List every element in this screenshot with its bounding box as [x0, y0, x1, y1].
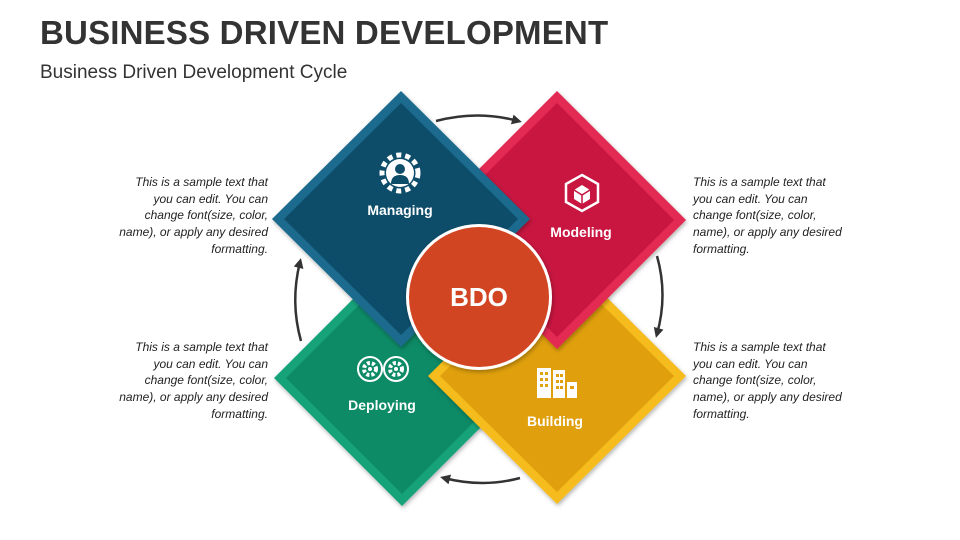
arrow-top [435, 114, 522, 125]
note-top-right: This is a sample text that you can edit.… [693, 175, 842, 256]
arrow-left [293, 258, 304, 342]
stage-modeling-label: Modeling [550, 224, 611, 240]
arrow-right [653, 255, 664, 338]
note-bottom-left: This is a sample text that you can edit.… [119, 340, 268, 421]
page-subtitle: Business Driven Development Cycle [40, 62, 348, 83]
stage-building-label: Building [527, 413, 583, 429]
stage-deploying-label: Deploying [348, 397, 416, 413]
note-top-left: This is a sample text that you can edit.… [119, 175, 268, 256]
note-bottom-right: This is a sample text that you can edit.… [693, 340, 842, 421]
gears-cycle-icon [357, 356, 409, 382]
cube-icon [564, 173, 600, 213]
gear-person-icon [379, 152, 421, 194]
page-title: BUSINESS DRIVEN DEVELOPMENT [40, 14, 609, 51]
center-hub [406, 224, 552, 370]
stage-managing-label: Managing [367, 202, 432, 218]
buildings-icon [537, 368, 577, 398]
center-label: BDO [450, 282, 508, 312]
arrow-bottom [440, 474, 521, 485]
